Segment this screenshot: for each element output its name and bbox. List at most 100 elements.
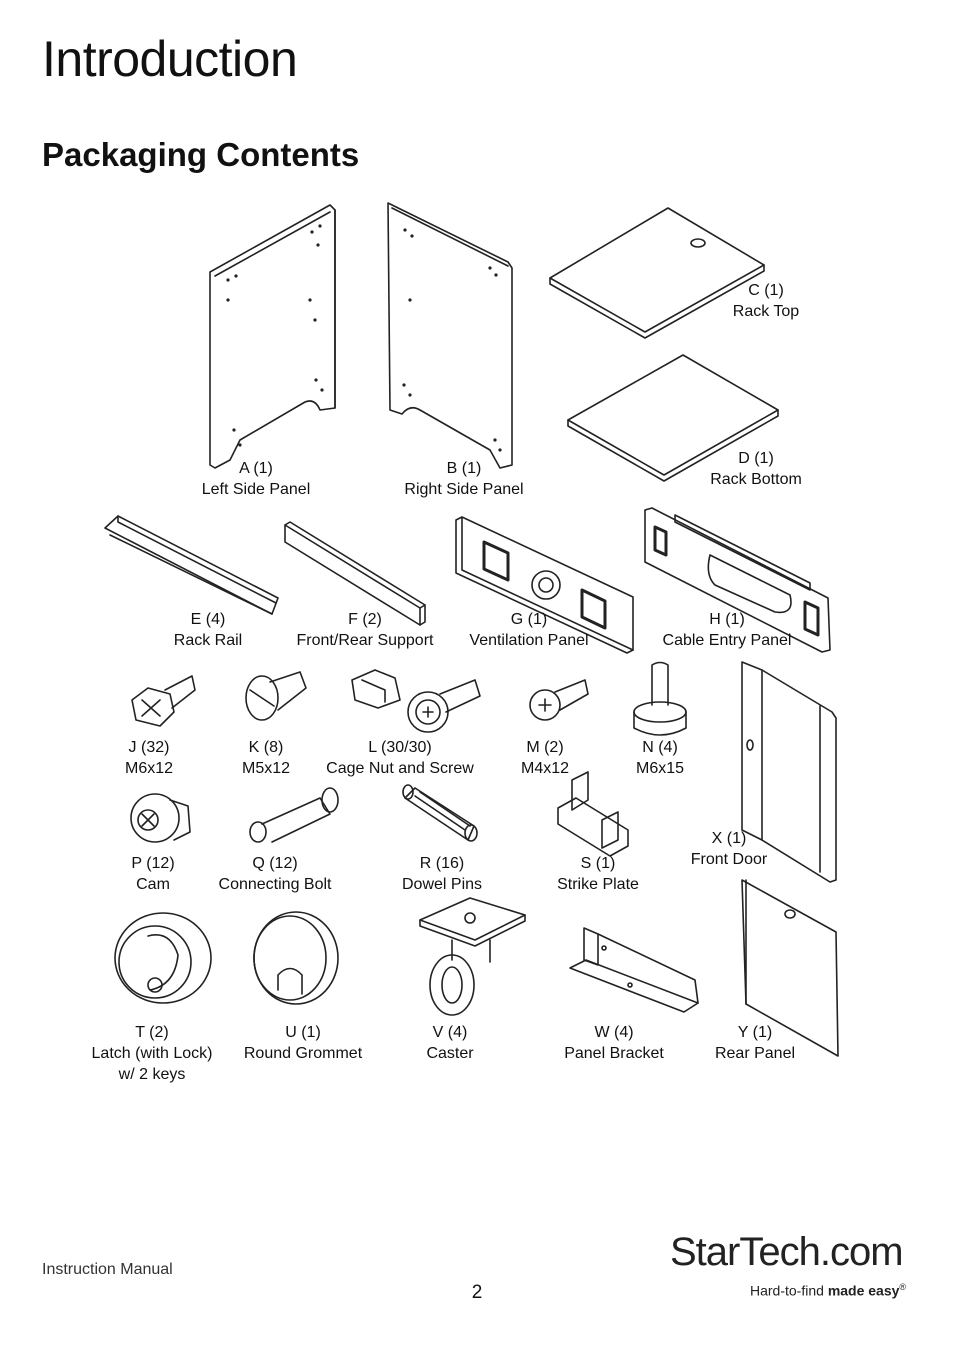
part-count: E (4): [190, 611, 226, 628]
part-count: L (30/30): [368, 739, 432, 756]
part-name: Connecting Bolt: [218, 876, 332, 893]
part-name: Latch (with Lock): [91, 1045, 213, 1062]
part-label-b: B (1) Right Side Panel: [404, 458, 523, 500]
cable-entry-panel-drawing: [644, 507, 831, 653]
page-title: Introduction: [42, 31, 298, 87]
part-label-p: P (12) Cam: [131, 853, 174, 895]
left-side-panel-drawing: [209, 204, 336, 469]
part-label-q: Q (12) Connecting Bolt: [219, 853, 332, 895]
cage-nut-screw-drawing: [351, 669, 481, 733]
part-name: M6x15: [635, 760, 685, 777]
round-grommet-drawing: [253, 911, 339, 1005]
part-label-x: X (1) Front Door: [691, 828, 767, 870]
part-name: Ventilation Panel: [469, 632, 589, 649]
part-count: V (4): [432, 1024, 468, 1041]
part-count: B (1): [446, 460, 482, 477]
strike-plate-drawing: [557, 771, 629, 857]
caster-drawing: [419, 897, 526, 1016]
part-name: M4x12: [520, 760, 570, 777]
panel-bracket-drawing: [569, 927, 699, 1013]
part-count: J (32): [128, 739, 170, 756]
part-name: Rack Rail: [173, 632, 243, 649]
part-name: Panel Bracket: [564, 1045, 664, 1062]
footer-manual-label: Instruction Manual: [42, 1261, 173, 1278]
rack-bottom-drawing: [567, 354, 779, 482]
part-count: R (16): [419, 855, 465, 872]
section-title: Packaging Contents: [42, 136, 360, 173]
part-name: Cage Nut and Screw: [326, 760, 474, 777]
part-name: Round Grommet: [243, 1045, 363, 1062]
part-label-s: S (1) Strike Plate: [557, 853, 639, 895]
part-count: U (1): [285, 1024, 321, 1041]
rack-rail-drawing: [104, 515, 279, 615]
part-count: F (2): [348, 611, 382, 628]
rear-panel-drawing: [741, 879, 839, 1057]
startech-logo: StarTech.com Hard-to-find made easy®: [670, 1230, 910, 1305]
part-label-v: V (4) Caster: [426, 1022, 473, 1064]
part-name: Front Door: [690, 851, 768, 868]
tagline-prefix: Hard-to-find: [750, 1282, 824, 1299]
part-name: M5x12: [241, 760, 291, 777]
part-name: Right Side Panel: [404, 481, 524, 498]
part-count: K (8): [248, 739, 284, 756]
part-label-f: F (2) Front/Rear Support: [297, 609, 434, 651]
ventilation-panel-drawing: [455, 516, 634, 654]
part-count: P (12): [131, 855, 175, 872]
part-name: Strike Plate: [557, 876, 639, 893]
part-label-h: H (1) Cable Entry Panel: [663, 609, 792, 651]
part-count: H (1): [709, 611, 745, 628]
part-label-w: W (4) Panel Bracket: [564, 1022, 664, 1064]
part-count: T (2): [135, 1024, 169, 1041]
right-side-panel-drawing: [387, 202, 513, 469]
cam-drawing: [130, 793, 191, 843]
part-count: M (2): [526, 739, 564, 756]
part-count: X (1): [711, 830, 747, 847]
part-label-y: Y (1) Rear Panel: [715, 1022, 795, 1064]
tagline-bold: made easy: [827, 1282, 900, 1299]
part-name: Cam: [136, 876, 170, 893]
part-extra: w/ 2 keys: [118, 1066, 186, 1083]
logo-tagline: Hard-to-find made easy®: [750, 1282, 906, 1299]
part-label-t: T (2) Latch (with Lock) w/ 2 keys: [92, 1022, 213, 1085]
part-name: Rack Bottom: [710, 471, 802, 488]
front-rear-support-drawing: [284, 521, 426, 626]
m4x12-screw-drawing: [529, 679, 589, 721]
rack-top-drawing: [549, 207, 765, 339]
latch-drawing: [114, 912, 212, 1004]
part-label-a: A (1) Left Side Panel: [202, 458, 311, 500]
part-label-l: L (30/30) Cage Nut and Screw: [326, 737, 474, 779]
part-label-k: K (8) M5x12: [242, 737, 290, 779]
page-number: 2: [471, 1282, 483, 1303]
part-count: D (1): [738, 450, 774, 467]
logo-wordmark: StarTech.com: [670, 1230, 904, 1274]
dowel-pin-drawing: [402, 784, 478, 842]
m6x15-leveler-drawing: [633, 661, 687, 736]
part-count: S (1): [580, 855, 616, 872]
part-count: C (1): [748, 282, 784, 299]
part-name: Rack Top: [732, 303, 800, 320]
part-label-g: G (1) Ventilation Panel: [469, 609, 588, 651]
part-label-m: M (2) M4x12: [521, 737, 569, 779]
part-count: Q (12): [252, 855, 298, 872]
part-label-n: N (4) M6x15: [636, 737, 684, 779]
front-door-drawing: [741, 661, 837, 883]
part-name: M6x12: [124, 760, 174, 777]
part-name: Front/Rear Support: [296, 632, 434, 649]
part-label-c: C (1) Rack Top: [733, 280, 799, 322]
part-count: Y (1): [737, 1024, 773, 1041]
part-label-d: D (1) Rack Bottom: [710, 448, 802, 490]
part-count: G (1): [510, 611, 548, 628]
part-label-j: J (32) M6x12: [125, 737, 173, 779]
connecting-bolt-drawing: [249, 787, 339, 843]
part-name: Caster: [426, 1045, 474, 1062]
registered-mark: ®: [899, 1282, 907, 1292]
part-count: N (4): [642, 739, 678, 756]
part-name: Cable Entry Panel: [662, 632, 792, 649]
part-name: Rear Panel: [714, 1045, 796, 1062]
m5x12-screw-drawing: [245, 671, 307, 721]
part-label-u: U (1) Round Grommet: [244, 1022, 362, 1064]
part-name: Dowel Pins: [401, 876, 483, 893]
part-count: A (1): [239, 460, 273, 477]
part-label-r: R (16) Dowel Pins: [402, 853, 482, 895]
